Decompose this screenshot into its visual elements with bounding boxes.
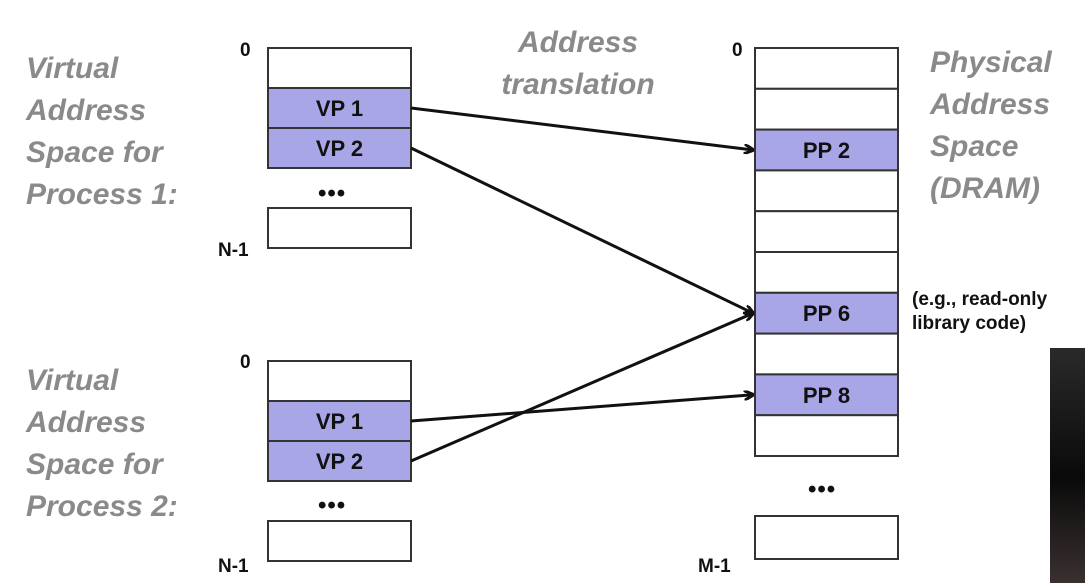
pas-top-index: 0 [732, 40, 743, 61]
vas1-cell: VP 2 [267, 127, 412, 169]
mapping-arrow [410, 106, 753, 150]
vas2-top-index: 0 [240, 352, 251, 373]
pas-cell [754, 251, 899, 294]
video-overlay [1050, 348, 1085, 583]
vas2-title-line: Process 2: [26, 490, 178, 523]
vas1-cell-label: VP 2 [316, 136, 363, 161]
translation-label-line: Address [517, 26, 639, 59]
pas-cell [754, 210, 899, 253]
vas2-title-line: Space for [26, 448, 163, 481]
vas1-cell: VP 1 [267, 87, 412, 129]
vas2-last-cell [267, 520, 412, 562]
pas-title-line: Physical [930, 46, 1052, 79]
mapping-arrow [410, 395, 753, 423]
pas-cell-label: PP 6 [803, 301, 850, 326]
mapping-arrow [410, 146, 753, 313]
pas-title-line: (DRAM) [930, 172, 1040, 205]
vas2-cell: VP 1 [267, 400, 412, 442]
vas1-title-line: Process 1: [26, 178, 178, 211]
pas-cell [754, 332, 899, 376]
note-line: (e.g., read-only [912, 289, 1048, 310]
mapping-arrow [410, 313, 753, 463]
vas2-ellipsis: ••• [318, 492, 347, 519]
vas1-bottom-index: N-1 [218, 240, 249, 261]
vas1-last-cell [267, 207, 412, 249]
shared-page-note: (e.g., read-only library code) [912, 288, 1047, 336]
vas2-cell [267, 360, 412, 402]
vas1-top-index: 0 [240, 40, 251, 61]
pas-bottom-index: M-1 [698, 556, 731, 577]
vas1-title: Virtual Address Space for Process 1: [26, 48, 178, 216]
vas2-title-line: Address [26, 406, 147, 439]
translation-label: Address translation [488, 22, 668, 106]
vas1-cell [267, 47, 412, 89]
vas1-ellipsis: ••• [318, 180, 347, 207]
translation-label-line: translation [501, 68, 655, 101]
pas-cell: PP 8 [754, 373, 899, 417]
pas-cell [754, 169, 899, 213]
vas2-cell-label: VP 2 [316, 449, 363, 474]
vas2-title: Virtual Address Space for Process 2: [26, 360, 178, 528]
pas-cell: PP 2 [754, 128, 899, 172]
pas-title: Physical Address Space (DRAM) [930, 42, 1052, 210]
vas2-title-line: Virtual [26, 364, 119, 397]
pas-cell: PP 6 [754, 291, 899, 335]
vas1-cell-label: VP 1 [316, 96, 363, 121]
pas-ellipsis: ••• [808, 476, 837, 503]
note-line: library code) [912, 313, 1027, 334]
pas-title-line: Space [930, 130, 1019, 163]
vas1-title-line: Space for [26, 136, 163, 169]
pas-last-cell [754, 515, 899, 560]
vas1-title-line: Address [26, 94, 147, 127]
pas-cell [754, 87, 899, 131]
vas2-cell-label: VP 1 [316, 409, 363, 434]
pas-cell-label: PP 2 [803, 138, 850, 163]
vas2-bottom-index: N-1 [218, 556, 249, 577]
pas-cell-label: PP 8 [803, 383, 850, 408]
pas-title-line: Address [930, 88, 1051, 121]
vas2-cell: VP 2 [267, 440, 412, 482]
pas-cell [754, 414, 899, 458]
pas-cell [754, 47, 899, 90]
vas1-title-line: Virtual [26, 52, 119, 85]
